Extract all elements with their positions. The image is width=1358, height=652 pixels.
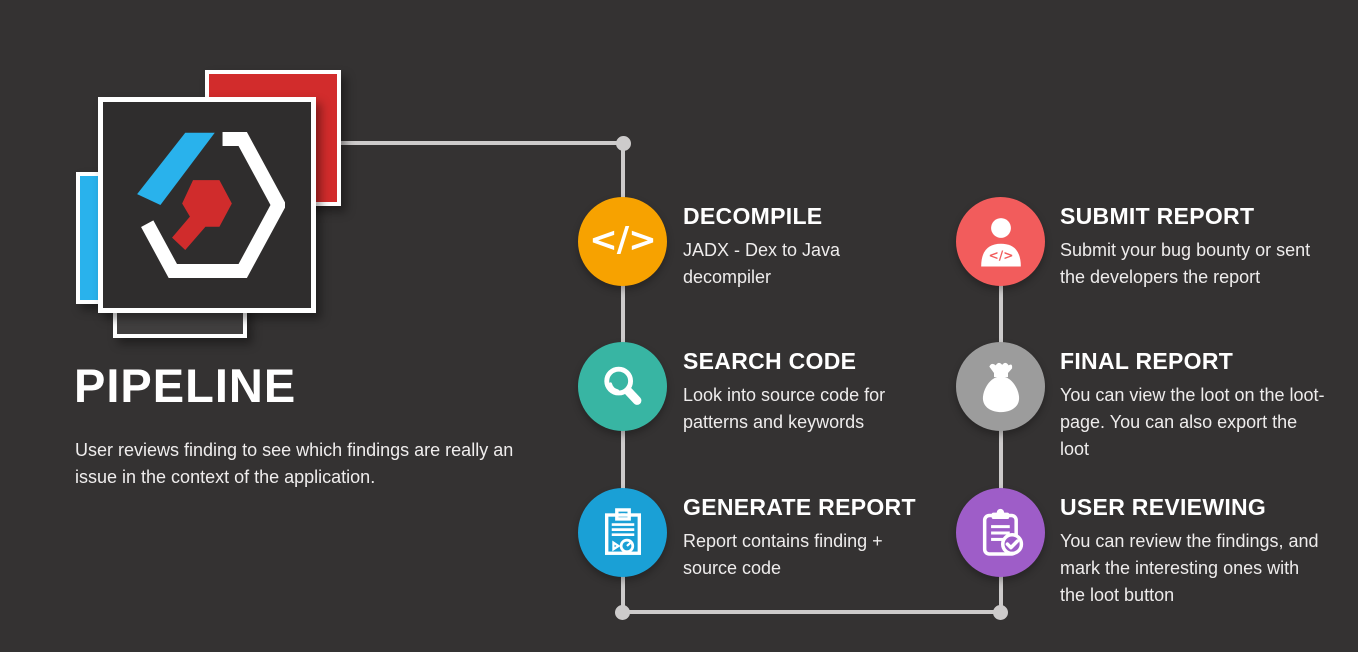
connector-line — [999, 574, 1003, 614]
step-search-code-circle — [578, 342, 667, 431]
report-icon — [604, 507, 641, 555]
page-title: PIPELINE — [74, 359, 297, 412]
page-subtitle: User reviews finding to see which findin… — [75, 440, 514, 487]
step-search-code-title: SEARCH CODE — [683, 348, 857, 374]
connector-line — [621, 574, 625, 614]
step-submit-report-description: Submit your bug bounty or sent the devel… — [1060, 240, 1311, 287]
step-final-report-title: FINAL REPORT — [1060, 348, 1234, 374]
step-decompile-circle: </> — [578, 197, 667, 286]
connector-line — [999, 282, 1003, 346]
step-submit-report-circle: </> — [956, 197, 1045, 286]
step-search-code-description: Look into source code for patterns and k… — [683, 385, 886, 432]
developer-icon: </> — [980, 217, 1021, 266]
code-icon: </> — [589, 220, 656, 260]
connector-line — [999, 428, 1003, 492]
step-generate-report-title: GENERATE REPORT — [683, 494, 916, 520]
hexagon-logo-icon — [137, 132, 285, 278]
step-final-report-circle — [956, 342, 1045, 431]
clipboard-check-icon — [982, 508, 1023, 556]
connector-line — [621, 428, 625, 492]
step-decompile-description: JADX - Dex to Java decompiler — [683, 240, 841, 287]
connector-line — [621, 282, 625, 346]
step-submit-report-title: SUBMIT REPORT — [1060, 203, 1255, 229]
connector-line — [621, 610, 1002, 614]
step-generate-report-description: Report contains finding + source code — [683, 531, 883, 578]
connector-line — [330, 141, 623, 145]
connector-dot — [615, 605, 630, 620]
step-user-reviewing-circle — [956, 488, 1045, 577]
step-user-reviewing-title: USER REVIEWING — [1060, 494, 1267, 520]
connector-line — [621, 143, 625, 201]
logo-main-square — [98, 97, 316, 313]
step-user-reviewing-description: You can review the findings, and mark th… — [1060, 531, 1319, 605]
step-decompile-title: DECOMPILE — [683, 203, 823, 229]
loot-bag-icon — [982, 362, 1019, 412]
magnifier-icon — [603, 366, 641, 405]
step-final-report-description: You can view the loot on the loot-page. … — [1060, 385, 1325, 459]
svg-text:</>: </> — [988, 248, 1013, 262]
step-generate-report-circle — [578, 488, 667, 577]
